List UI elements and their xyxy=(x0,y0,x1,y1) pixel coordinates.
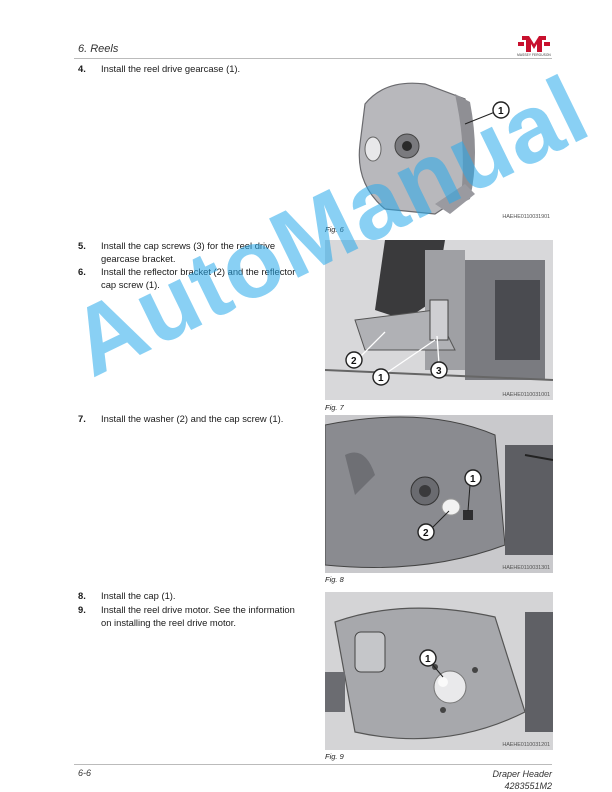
page-number: 6-6 xyxy=(78,768,92,778)
figure-9-image: 1 HAEHE0110031201 xyxy=(325,592,553,750)
step-text: Install the washer (2) and the cap screw… xyxy=(101,413,284,424)
step-text: Install the reel drive motor. See the in… xyxy=(101,604,295,628)
step-text: Install the cap screws (3) for the reel … xyxy=(101,240,276,264)
figure-6-caption: Fig. 6 xyxy=(325,225,344,234)
step-text: Install the cap (1). xyxy=(101,590,176,601)
figure-code: HAEHE0110031301 xyxy=(502,565,550,571)
figure-7-caption: Fig. 7 xyxy=(325,403,344,412)
section-title: 6. Reels xyxy=(78,43,119,55)
figure-8-caption: Fig. 8 xyxy=(325,575,344,584)
figure-7-image: 2 1 3 HAEHE0110031001 xyxy=(325,240,553,400)
header-divider xyxy=(74,58,552,59)
callout-label: 2 xyxy=(351,356,357,367)
document-number: 4283551M2 xyxy=(504,781,552,791)
callout-label: 2 xyxy=(423,528,429,539)
figure-9-caption: Fig. 9 xyxy=(325,752,344,761)
footer-divider xyxy=(74,764,552,765)
step-number: 8. xyxy=(78,590,86,601)
step-text: Install the reflector bracket (2) and th… xyxy=(101,266,296,290)
step-number: 4. xyxy=(78,63,86,74)
step-number: 9. xyxy=(78,604,86,615)
document-title: Draper Header xyxy=(492,769,552,779)
callout-label: 1 xyxy=(470,474,476,485)
figure-code: HAEHE0110031001 xyxy=(502,392,550,398)
callout-label: 1 xyxy=(425,654,431,665)
callout-label: 1 xyxy=(498,106,504,117)
brand-logo: MASSEY FERGUSON xyxy=(516,34,552,60)
step-text: Install the reel drive gearcase (1). xyxy=(101,63,241,74)
step-number: 7. xyxy=(78,413,86,424)
figure-6-image: 1 HAEHE0110031901 xyxy=(325,64,553,222)
logo-wordmark: MASSEY FERGUSON xyxy=(517,53,551,57)
figure-8-image: 1 2 HAEHE0110031301 xyxy=(325,415,553,573)
step-number: 5. xyxy=(78,240,86,251)
figure-code: HAEHE0110031201 xyxy=(502,742,550,748)
footer-doc-info: Draper Header 4283551M2 xyxy=(492,768,552,792)
callout-label: 1 xyxy=(378,373,384,384)
figure-code: HAEHE0110031901 xyxy=(502,214,550,220)
step-number: 6. xyxy=(78,266,86,277)
callout-label: 3 xyxy=(436,366,442,377)
